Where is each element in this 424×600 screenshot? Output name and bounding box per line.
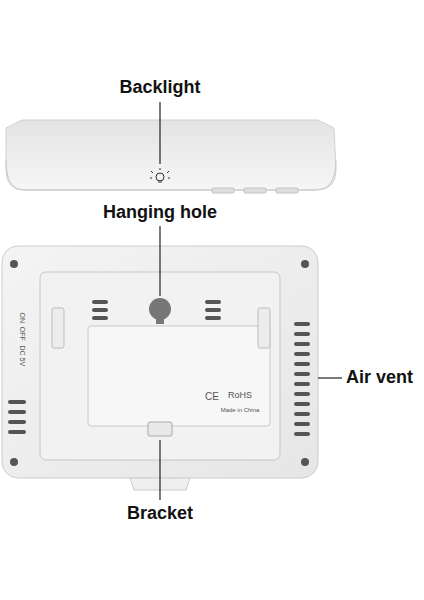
part-label: Air vent — [346, 368, 413, 388]
part-label: Bracket — [127, 504, 193, 524]
leader-line — [159, 102, 160, 164]
leader-line — [318, 377, 342, 378]
origin-note: Made in China — [221, 407, 260, 414]
air-vent — [8, 322, 310, 436]
leader-line — [159, 440, 160, 500]
top-view — [6, 102, 336, 193]
bulb-icon — [150, 168, 170, 182]
certification-mark: RoHS — [228, 391, 252, 401]
switch-label: ON — [18, 313, 26, 324]
certification-mark: CE — [205, 391, 219, 402]
part-label: Hanging hole — [103, 203, 217, 223]
part-label: Backlight — [119, 78, 200, 98]
leader-line — [159, 226, 160, 296]
switch-label: OFF — [18, 327, 26, 341]
power-label: DC 5V — [18, 346, 26, 367]
back-view — [2, 226, 342, 500]
